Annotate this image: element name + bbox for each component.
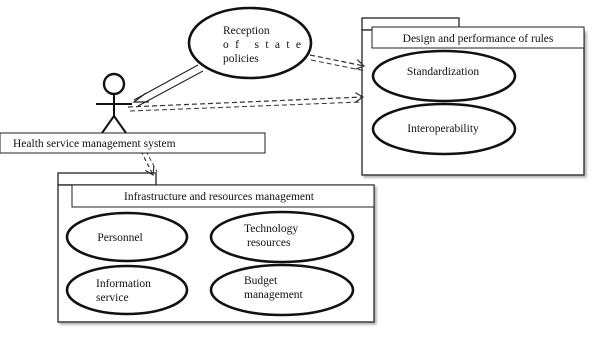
- usecase-label: Personnel: [97, 232, 142, 244]
- usecase-budget-management: Budget management: [209, 263, 355, 317]
- relationships: [127, 54, 367, 175]
- usecase-label-line-2: resources: [247, 237, 291, 249]
- usecase-label-line-1: Reception: [223, 25, 270, 37]
- usecase-information-service: Information service: [65, 264, 189, 316]
- usecase-reception-of-state-policies: Reception of state policies: [187, 6, 313, 80]
- association-arrowhead: [132, 92, 149, 103]
- usecase-label-line-3: policies: [223, 53, 259, 65]
- dependency-line: [310, 59, 367, 72]
- dependency-line: [140, 150, 153, 175]
- actor-leg-right: [113, 115, 127, 134]
- package-title: Design and performance of rules: [403, 33, 554, 45]
- package-body: [361, 29, 585, 176]
- actor-label-text: Health service management system: [13, 138, 176, 150]
- dependency-line: [309, 54, 364, 66]
- usecase-personnel: Personnel: [65, 211, 189, 263]
- actor-head: [102, 72, 126, 96]
- dependency-line: [129, 101, 363, 112]
- package-design-rules: Design and performance of rules Standard…: [361, 17, 585, 176]
- dependency-line: [127, 97, 363, 108]
- usecase-label-line-1: Information: [96, 278, 151, 290]
- usecase-label-line-1: Technology: [244, 223, 298, 235]
- usecase-standardization: Standardization: [371, 49, 517, 103]
- usecase-technology-resources: Technology resources: [209, 210, 355, 264]
- usecase-label-line-1: Budget: [244, 275, 278, 287]
- usecase-label-line-2: management: [244, 289, 304, 301]
- usecase-label-line-2: service: [96, 292, 129, 304]
- usecase-interoperability: Interoperability: [371, 102, 517, 156]
- actor-stick-figure: [96, 72, 132, 134]
- package-title-box: [371, 26, 585, 49]
- actor-label: Health service management system: [0, 132, 266, 154]
- package-title: Infrastructure and resources management: [124, 191, 315, 203]
- usecase-label: Standardization: [407, 66, 479, 78]
- package-infrastructure: Infrastructure and resources management …: [57, 172, 375, 323]
- usecase-label: Interoperability: [407, 123, 479, 135]
- package-title-box: [71, 184, 375, 208]
- association-line: [137, 70, 204, 107]
- actor-leg-left: [101, 115, 115, 134]
- dependency-line: [145, 150, 158, 173]
- package-tab: [57, 172, 157, 186]
- actor-label-box: [0, 132, 266, 154]
